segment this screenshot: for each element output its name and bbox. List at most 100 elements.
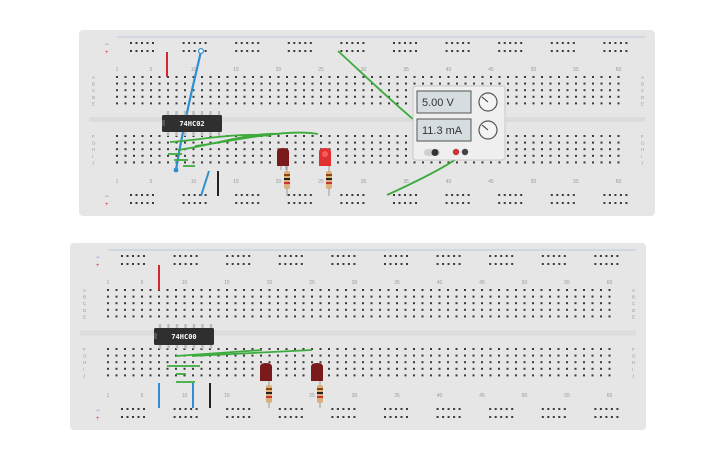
svg-text:55: 55 [573, 67, 579, 73]
svg-text:20: 20 [276, 67, 282, 73]
terminal-minus[interactable] [461, 148, 469, 156]
svg-text:50: 50 [522, 280, 528, 286]
svg-text:5: 5 [150, 179, 153, 185]
svg-text:15: 15 [224, 280, 230, 286]
current-knob[interactable] [478, 120, 498, 140]
led-2-top[interactable] [319, 148, 331, 166]
svg-text:45: 45 [488, 67, 494, 73]
svg-text:H: H [83, 360, 86, 365]
svg-text:25: 25 [318, 179, 324, 185]
svg-text:G: G [92, 141, 96, 146]
svg-text:20: 20 [276, 179, 282, 185]
svg-text:30: 30 [361, 179, 367, 185]
svg-text:C: C [92, 88, 96, 93]
svg-text:25: 25 [309, 393, 315, 399]
voltage-knob[interactable] [478, 92, 498, 112]
current-readout: 11.3 mA [422, 125, 463, 137]
svg-text:10: 10 [191, 179, 197, 185]
svg-text:45: 45 [479, 393, 485, 399]
svg-text:I: I [92, 154, 93, 159]
svg-text:50: 50 [531, 67, 537, 73]
svg-text:F: F [83, 347, 86, 352]
svg-text:25: 25 [318, 67, 324, 73]
svg-text:E: E [632, 314, 635, 319]
svg-text:40: 40 [437, 280, 443, 286]
svg-text:1: 1 [107, 393, 110, 399]
svg-text:30: 30 [352, 393, 358, 399]
resistor-2-top[interactable] [326, 166, 332, 196]
svg-text:H: H [92, 147, 95, 152]
svg-text:D: D [632, 308, 636, 313]
svg-text:25: 25 [309, 280, 315, 286]
svg-text:B: B [641, 82, 644, 87]
svg-text:A: A [632, 288, 635, 293]
svg-text:I: I [632, 367, 633, 372]
svg-text:35: 35 [403, 67, 409, 73]
wire-blue-top-short[interactable] [200, 170, 210, 197]
svg-text:60: 60 [616, 179, 622, 185]
svg-text:F: F [641, 134, 644, 139]
led-2-bottom[interactable] [311, 363, 323, 381]
ic-pins [158, 324, 213, 349]
svg-text:J: J [641, 160, 643, 165]
svg-text:B: B [92, 82, 95, 87]
svg-text:C: C [632, 301, 636, 306]
svg-text:+: + [105, 50, 109, 56]
svg-text:35: 35 [394, 280, 400, 286]
svg-text:60: 60 [607, 393, 613, 399]
led-1-top[interactable] [277, 148, 289, 170]
svg-text:B: B [632, 295, 635, 300]
svg-text:G: G [83, 354, 87, 359]
svg-text:1: 1 [107, 280, 110, 286]
resistor-2-bottom[interactable] [317, 381, 323, 408]
svg-text:D: D [641, 95, 645, 100]
svg-text:J: J [92, 160, 94, 165]
svg-text:A: A [641, 75, 644, 80]
svg-text:5: 5 [141, 393, 144, 399]
svg-text:−: − [96, 408, 100, 414]
svg-text:45: 45 [488, 179, 494, 185]
svg-text:20: 20 [267, 280, 273, 286]
svg-text:40: 40 [437, 393, 443, 399]
ic-chip-74hc00[interactable]: 74HC00 [154, 324, 214, 349]
svg-text:55: 55 [573, 179, 579, 185]
svg-text:1: 1 [116, 179, 119, 185]
svg-text:10: 10 [191, 67, 197, 73]
svg-text:15: 15 [233, 179, 239, 185]
svg-text:10: 10 [182, 280, 188, 286]
svg-text:C: C [83, 301, 87, 306]
svg-text:G: G [632, 354, 636, 359]
svg-text:35: 35 [394, 393, 400, 399]
svg-text:A: A [83, 288, 86, 293]
svg-text:E: E [92, 101, 95, 106]
wires-green-bottom[interactable] [167, 349, 313, 383]
svg-text:F: F [632, 347, 635, 352]
power-supply[interactable]: 5.00 V 11.3 mA [412, 85, 506, 161]
resistor-1-top[interactable] [284, 166, 290, 196]
svg-text:1: 1 [116, 67, 119, 73]
svg-text:I: I [641, 154, 642, 159]
power-switch[interactable] [424, 149, 440, 156]
breadboard-top[interactable]: −+−+115510101515202025253030353540404545… [79, 30, 655, 216]
svg-text:45: 45 [479, 280, 485, 286]
wire-blue-top-long[interactable] [173, 47, 205, 173]
terminal-plus[interactable] [452, 148, 460, 156]
svg-text:H: H [641, 147, 644, 152]
svg-text:J: J [83, 373, 85, 378]
svg-text:50: 50 [531, 179, 537, 185]
svg-text:+: + [105, 202, 109, 208]
led-1-bottom[interactable] [260, 363, 272, 381]
breadboard-bottom[interactable]: −+−+115510101515202025253030353540404545… [70, 243, 646, 430]
ic-chip-74hc02[interactable]: 74HC02 [162, 111, 222, 136]
svg-text:H: H [632, 360, 635, 365]
svg-text:5: 5 [141, 280, 144, 286]
svg-text:15: 15 [224, 393, 230, 399]
svg-text:55: 55 [564, 393, 570, 399]
svg-text:10: 10 [182, 393, 188, 399]
resistor-1-bottom[interactable] [266, 381, 272, 408]
svg-text:E: E [641, 101, 644, 106]
svg-text:30: 30 [361, 67, 367, 73]
svg-text:−: − [96, 255, 100, 261]
svg-text:C: C [641, 88, 645, 93]
